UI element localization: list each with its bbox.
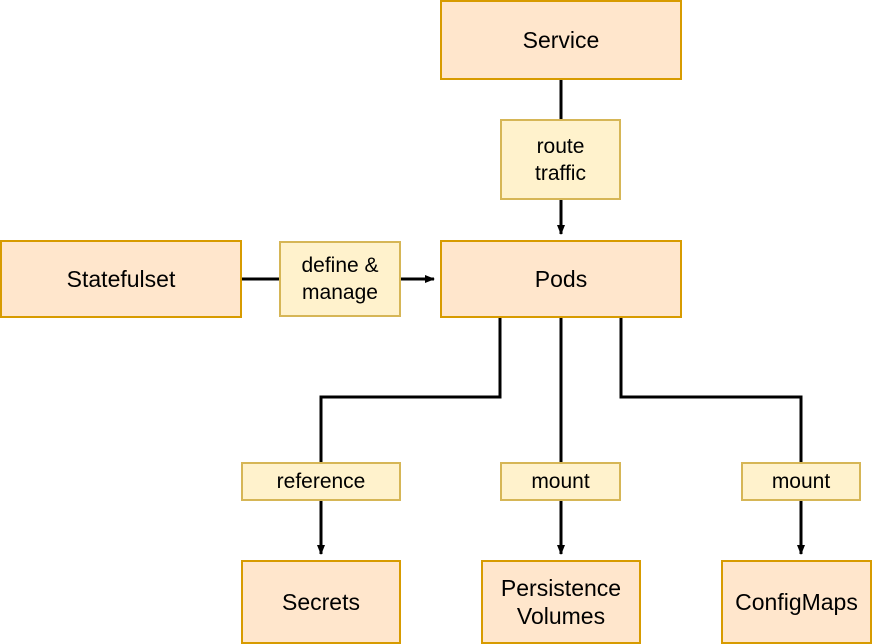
edge-label-reference[interactable]: reference bbox=[241, 462, 401, 501]
node-statefulset[interactable]: Statefulset bbox=[0, 240, 242, 318]
edge-label-mount-configmaps[interactable]: mount bbox=[741, 462, 861, 501]
node-pods[interactable]: Pods bbox=[440, 240, 682, 318]
node-persistence-volumes[interactable]: Persistence Volumes bbox=[481, 560, 641, 644]
edge-label-define-manage[interactable]: define & manage bbox=[279, 241, 401, 317]
node-service[interactable]: Service bbox=[440, 0, 682, 80]
edge-label-route-traffic[interactable]: route traffic bbox=[500, 119, 621, 200]
edge-label-mount-persistence-volumes[interactable]: mount bbox=[500, 462, 621, 501]
edge-pods-to-reference bbox=[319, 318, 502, 462]
node-secrets[interactable]: Secrets bbox=[241, 560, 401, 644]
edge-pods-to-mount-cm bbox=[619, 318, 803, 462]
node-configmaps[interactable]: ConfigMaps bbox=[721, 560, 872, 644]
